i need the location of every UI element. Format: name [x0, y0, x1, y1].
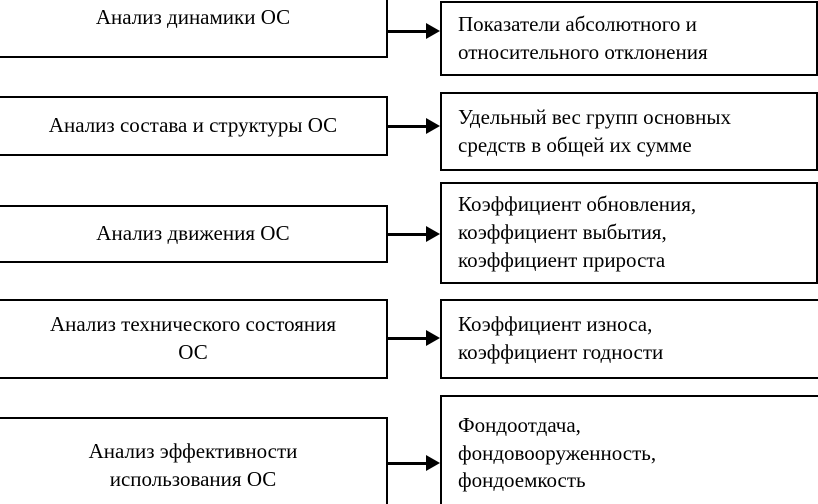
node-left-1[interactable]: Анализ динамики ОС: [0, 0, 388, 58]
connector-1: [387, 30, 427, 33]
node-left-3[interactable]: Анализ движения ОС: [0, 205, 388, 263]
connector-2: [387, 125, 427, 128]
node-right-2[interactable]: Удельный вес групп основных средств в об…: [440, 92, 818, 171]
node-left-1-label: Анализ динамики ОС: [95, 5, 291, 30]
node-left-4[interactable]: Анализ технического состояния ОС: [0, 299, 388, 379]
arrowhead-2: [426, 118, 440, 134]
arrowhead-5: [426, 455, 440, 471]
node-right-4[interactable]: Коэффициент износа, коэффициент годности: [440, 299, 818, 379]
node-left-5[interactable]: Анализ эффективности использования ОС: [0, 417, 388, 504]
node-right-3[interactable]: Коэффициент обновления, коэффициент выбы…: [440, 182, 818, 284]
node-left-2-label: Анализ состава и структуры ОС: [48, 113, 338, 138]
node-right-5[interactable]: Фондоотдача, фондовооруженность, фондоем…: [440, 395, 818, 504]
arrowhead-3: [426, 226, 440, 242]
connector-4: [387, 337, 427, 340]
node-right-1-label: Показатели абсолютного и относительного …: [458, 11, 708, 64]
arrowhead-1: [426, 23, 440, 39]
node-right-2-label: Удельный вес групп основных средств в об…: [458, 104, 731, 157]
node-right-3-label: Коэффициент обновления, коэффициент выбы…: [458, 192, 697, 272]
connector-3: [387, 233, 427, 236]
arrowhead-4: [426, 330, 440, 346]
node-left-3-label: Анализ движения ОС: [96, 221, 290, 246]
node-right-5-label: Фондоотдача, фондовооруженность, фондоем…: [458, 412, 657, 493]
connector-5: [387, 462, 427, 465]
node-right-1[interactable]: Показатели абсолютного и относительного …: [440, 1, 818, 76]
node-left-4-label: Анализ технического состояния ОС: [49, 312, 337, 364]
node-left-2[interactable]: Анализ состава и структуры ОС: [0, 96, 388, 156]
node-right-4-label: Коэффициент износа, коэффициент годности: [458, 312, 664, 364]
node-left-5-label: Анализ эффективности использования ОС: [88, 438, 298, 491]
